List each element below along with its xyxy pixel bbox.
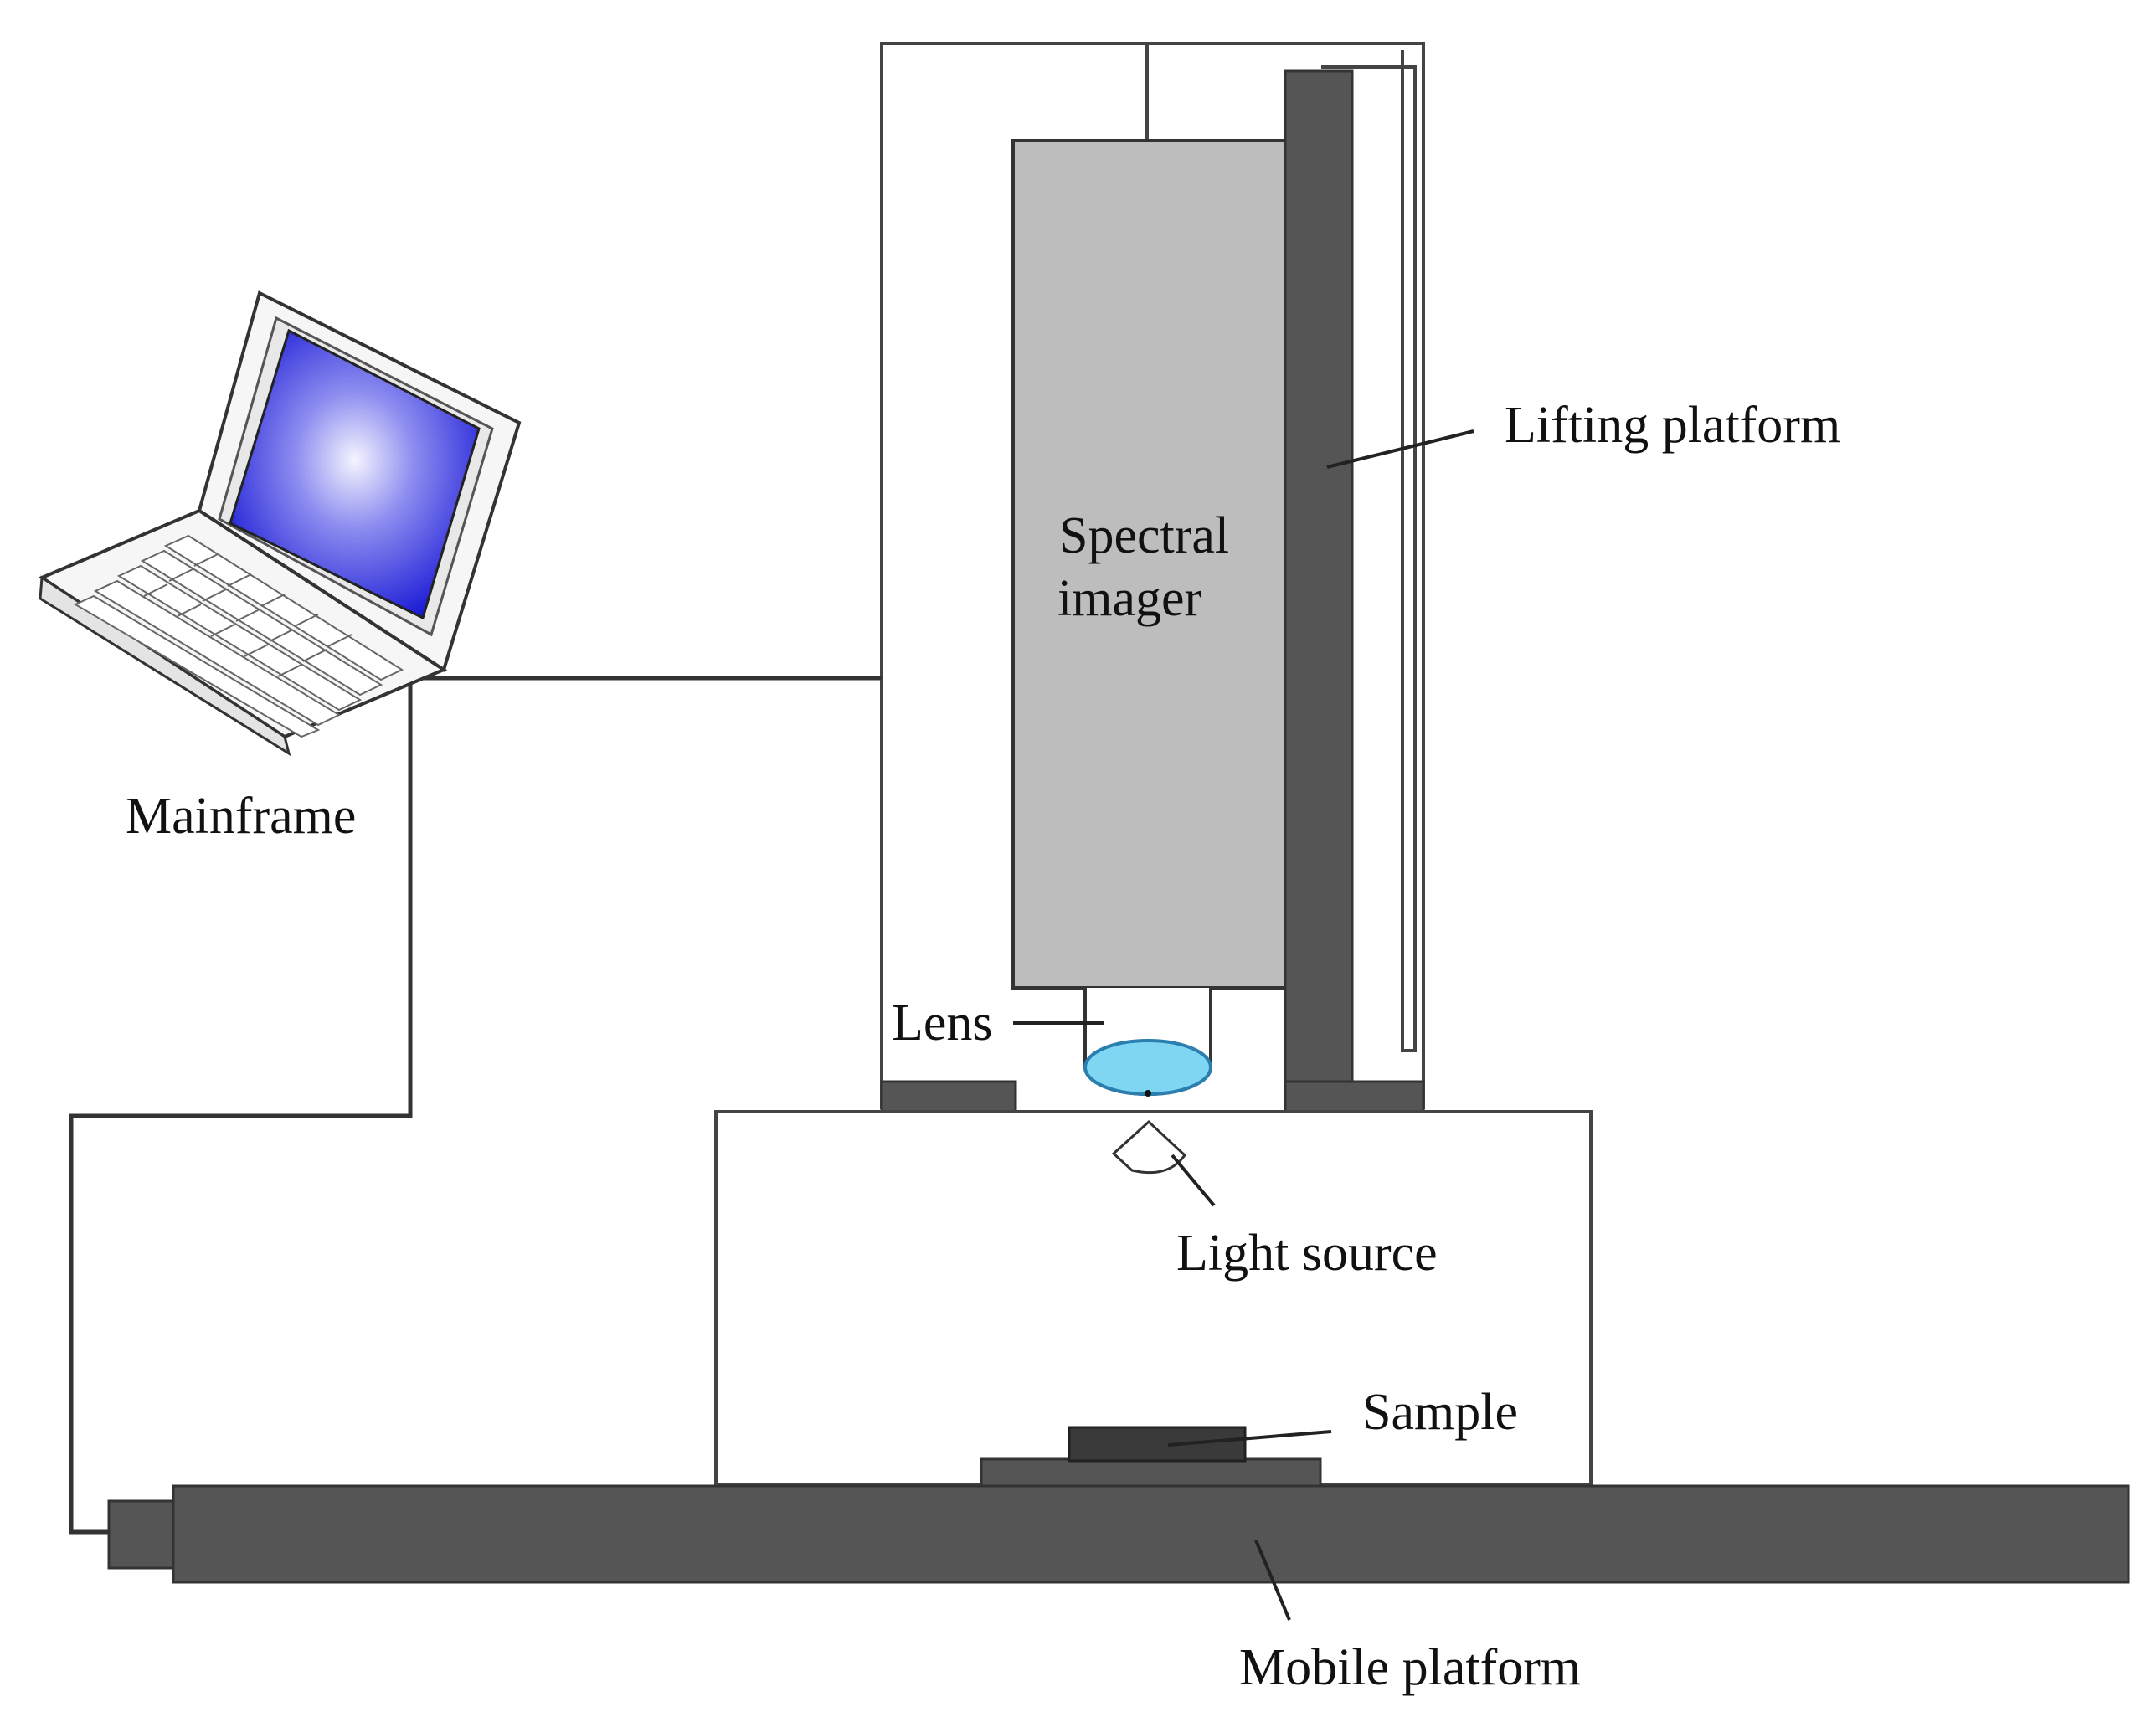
sample-chamber <box>714 1110 1593 1486</box>
laptop-icon <box>38 290 522 757</box>
label-mainframe: Mainframe <box>126 788 356 845</box>
housing-foot-right <box>1284 1080 1425 1113</box>
leader-mobile-platform <box>1254 1540 1291 1621</box>
label-imager: imager <box>1057 570 1201 627</box>
sample <box>1068 1426 1247 1463</box>
spectral-imager-box <box>1011 139 1291 990</box>
leader-lifting-platform <box>1326 429 1474 469</box>
lifting-platform-bar <box>1284 69 1354 1094</box>
label-mobile-platform: Mobile platform <box>1239 1639 1581 1696</box>
light-source-icon <box>1111 1119 1186 1175</box>
housing-foot-left <box>880 1080 1017 1113</box>
wire-laptop-to-platform <box>69 678 413 1535</box>
leader-sample <box>1167 1430 1332 1447</box>
label-light-source: Light source <box>1176 1225 1438 1282</box>
sample-holder <box>980 1457 1322 1488</box>
imager-housing <box>880 42 1425 1109</box>
label-lens: Lens <box>892 995 993 1051</box>
label-spectral: Spectral <box>1059 507 1229 564</box>
label-sample: Sample <box>1362 1384 1518 1441</box>
mobile-platform <box>107 1484 2130 1584</box>
label-lifting-platform: Lifting platform <box>1505 397 1840 454</box>
lens <box>1083 988 1212 1097</box>
leader-light-source <box>1171 1154 1216 1207</box>
